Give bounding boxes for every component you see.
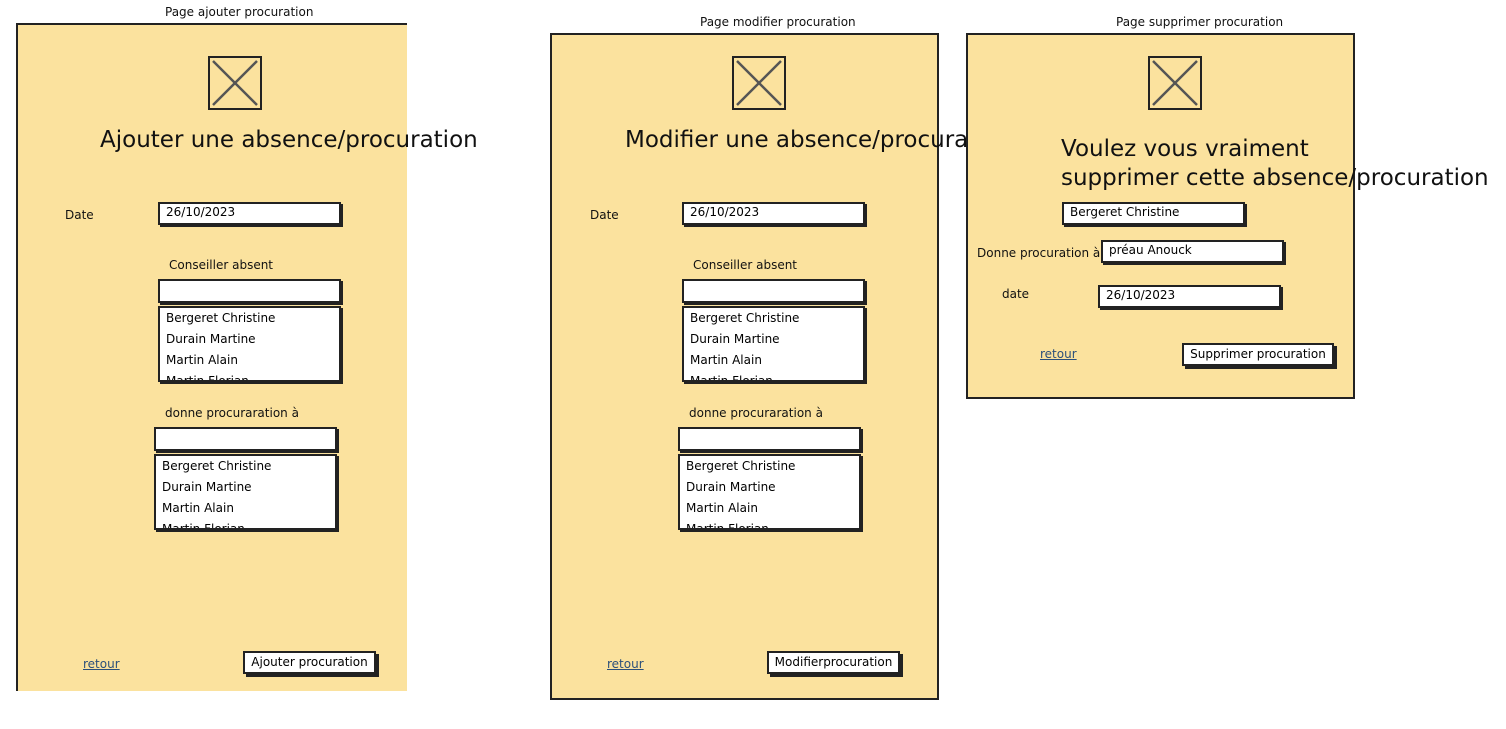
list-item[interactable]: Durain Martine	[166, 332, 256, 346]
list-item[interactable]: Durain Martine	[686, 480, 776, 494]
edit-procuration-page: Modifier une absence/procuration Date 26…	[550, 33, 1012, 700]
list-item[interactable]: Martin Alain	[162, 501, 234, 515]
list-item[interactable]: Martin Alain	[690, 353, 762, 367]
list-item[interactable]: Martin Alain	[166, 353, 238, 367]
edit-procuration-button[interactable]: Modifierprocuration	[767, 651, 900, 674]
confirm-title-line-1: Voulez vous vraiment	[1061, 136, 1309, 162]
date-field[interactable]: 26/10/2023	[158, 202, 341, 225]
proxy-listbox[interactable]: Bergeret Christine Durain Martine Martin…	[154, 454, 337, 530]
absent-listbox[interactable]: Bergeret Christine Durain Martine Martin…	[682, 306, 865, 382]
list-item[interactable]: Martin Florian	[690, 374, 773, 382]
back-link[interactable]: retour	[607, 657, 644, 671]
list-item[interactable]: Martin Florian	[166, 374, 249, 382]
proxy-search-input[interactable]	[154, 427, 337, 451]
proxy-name-field: préau Anouck	[1101, 240, 1284, 263]
list-item[interactable]: Martin Alain	[686, 501, 758, 515]
delete-procuration-button[interactable]: Supprimer procuration	[1182, 343, 1334, 366]
back-link[interactable]: retour	[83, 657, 120, 671]
add-page-caption: Page ajouter procuration	[165, 5, 314, 19]
list-item[interactable]: Martin Florian	[686, 522, 769, 530]
absent-name-field: Bergeret Christine	[1062, 202, 1245, 225]
absent-listbox[interactable]: Bergeret Christine Durain Martine Martin…	[158, 306, 341, 382]
list-item[interactable]: Martin Florian	[162, 522, 245, 530]
proxy-label: donne procuraration à	[689, 406, 823, 420]
absent-label: Conseiller absent	[693, 258, 798, 272]
date-field: 26/10/2023	[1098, 285, 1281, 308]
date-label: date	[1002, 287, 1030, 301]
list-item[interactable]: Durain Martine	[162, 480, 252, 494]
back-link[interactable]: retour	[1040, 347, 1077, 361]
image-placeholder-icon	[208, 56, 262, 110]
absent-search-input[interactable]	[158, 279, 341, 303]
confirm-title: Voulez vous vraiment supprimer cette abs…	[1061, 135, 1489, 193]
confirm-title-line-2: supprimer cette absence/procuration	[1061, 164, 1489, 191]
list-item[interactable]: Bergeret Christine	[162, 459, 272, 473]
list-item[interactable]: Bergeret Christine	[686, 459, 796, 473]
image-placeholder-icon	[1148, 56, 1202, 110]
proxy-label: Donne procuration à	[977, 246, 1101, 260]
date-label: Date	[65, 208, 94, 222]
image-placeholder-icon	[732, 56, 786, 110]
proxy-label: donne procuraration à	[165, 406, 299, 420]
list-item[interactable]: Bergeret Christine	[166, 311, 276, 325]
delete-page-caption: Page supprimer procuration	[1116, 15, 1284, 29]
add-procuration-button[interactable]: Ajouter procuration	[243, 651, 376, 674]
edit-page-caption: Page modifier procuration	[700, 15, 856, 29]
page-title: Ajouter une absence/procuration	[100, 127, 478, 153]
delete-procuration-page: Voulez vous vraiment supprimer cette abs…	[966, 33, 1489, 399]
list-item[interactable]: Durain Martine	[690, 332, 780, 346]
date-label: Date	[590, 208, 619, 222]
add-procuration-page: Ajouter une absence/procuration Date 26/…	[16, 23, 478, 691]
page-title: Modifier une absence/procuration	[625, 127, 1013, 153]
date-field[interactable]: 26/10/2023	[682, 202, 865, 225]
proxy-search-input[interactable]	[678, 427, 861, 451]
list-item[interactable]: Bergeret Christine	[690, 311, 800, 325]
proxy-listbox[interactable]: Bergeret Christine Durain Martine Martin…	[678, 454, 861, 530]
absent-label: Conseiller absent	[169, 258, 274, 272]
absent-search-input[interactable]	[682, 279, 865, 303]
